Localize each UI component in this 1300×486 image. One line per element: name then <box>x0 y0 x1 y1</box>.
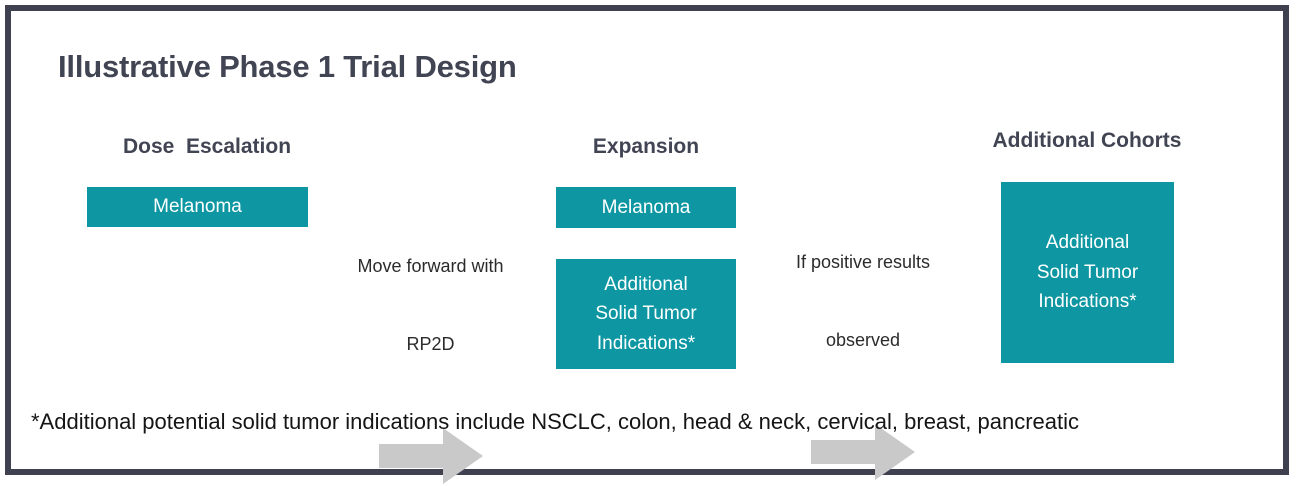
connector-label-line: Move forward with <box>357 256 504 277</box>
cohort-box-line: Melanoma <box>153 196 242 218</box>
connector-label: Move forward with RP2D <box>323 201 538 410</box>
cohort-box-line: Solid Tumor <box>595 303 697 325</box>
arrow-wrap <box>323 426 538 486</box>
right-block-arrow-icon <box>378 427 483 484</box>
connector-label-line: If positive results <box>795 252 931 273</box>
column-heading-expansion: Expansion <box>592 135 700 158</box>
cohort-box-line: Solid Tumor <box>1036 261 1139 283</box>
column-heading-additional-cohorts: Additional Cohorts <box>992 129 1182 152</box>
cohort-box-line: Melanoma <box>601 196 691 218</box>
cohort-box-line: Indications* <box>1038 291 1137 313</box>
cohort-box-additional-solid-tumor: Additional Solid Tumor Indications* <box>1001 182 1174 363</box>
connector-label-line: observed <box>825 330 901 351</box>
column-heading-dose-escalation: Dose Escalation <box>122 135 292 158</box>
slide-canvas: Illustrative Phase 1 Trial Design Dose E… <box>11 11 1283 484</box>
cohort-box-line: Additional <box>1045 232 1130 254</box>
cohort-box-line: Indications* <box>596 332 696 354</box>
cohort-box-dose-melanoma: Melanoma <box>87 187 308 227</box>
arrow-wrap <box>768 422 958 482</box>
cohort-box-line: Additional <box>604 273 688 295</box>
connector-dose-to-expansion: Move forward with RP2D <box>323 201 538 486</box>
right-block-arrow-icon <box>811 423 915 480</box>
cohort-box-expansion-additional-solid-tumor: Additional Solid Tumor Indications* <box>556 259 736 369</box>
connector-expansion-to-additional-cohorts: If positive results observed <box>768 197 958 482</box>
cohort-box-text: Additional Solid Tumor Indications* <box>1037 228 1138 316</box>
cohort-box-text: Additional Solid Tumor Indications* <box>595 270 696 358</box>
slide-frame: Illustrative Phase 1 Trial Design Dose E… <box>5 5 1289 484</box>
footnote: *Additional potential solid tumor indica… <box>31 409 1080 434</box>
connector-label-line: RP2D <box>406 334 455 355</box>
cohort-box-expansion-melanoma: Melanoma <box>556 187 736 228</box>
page-title: Illustrative Phase 1 Trial Design <box>58 49 517 84</box>
connector-label: If positive results observed <box>768 197 958 406</box>
